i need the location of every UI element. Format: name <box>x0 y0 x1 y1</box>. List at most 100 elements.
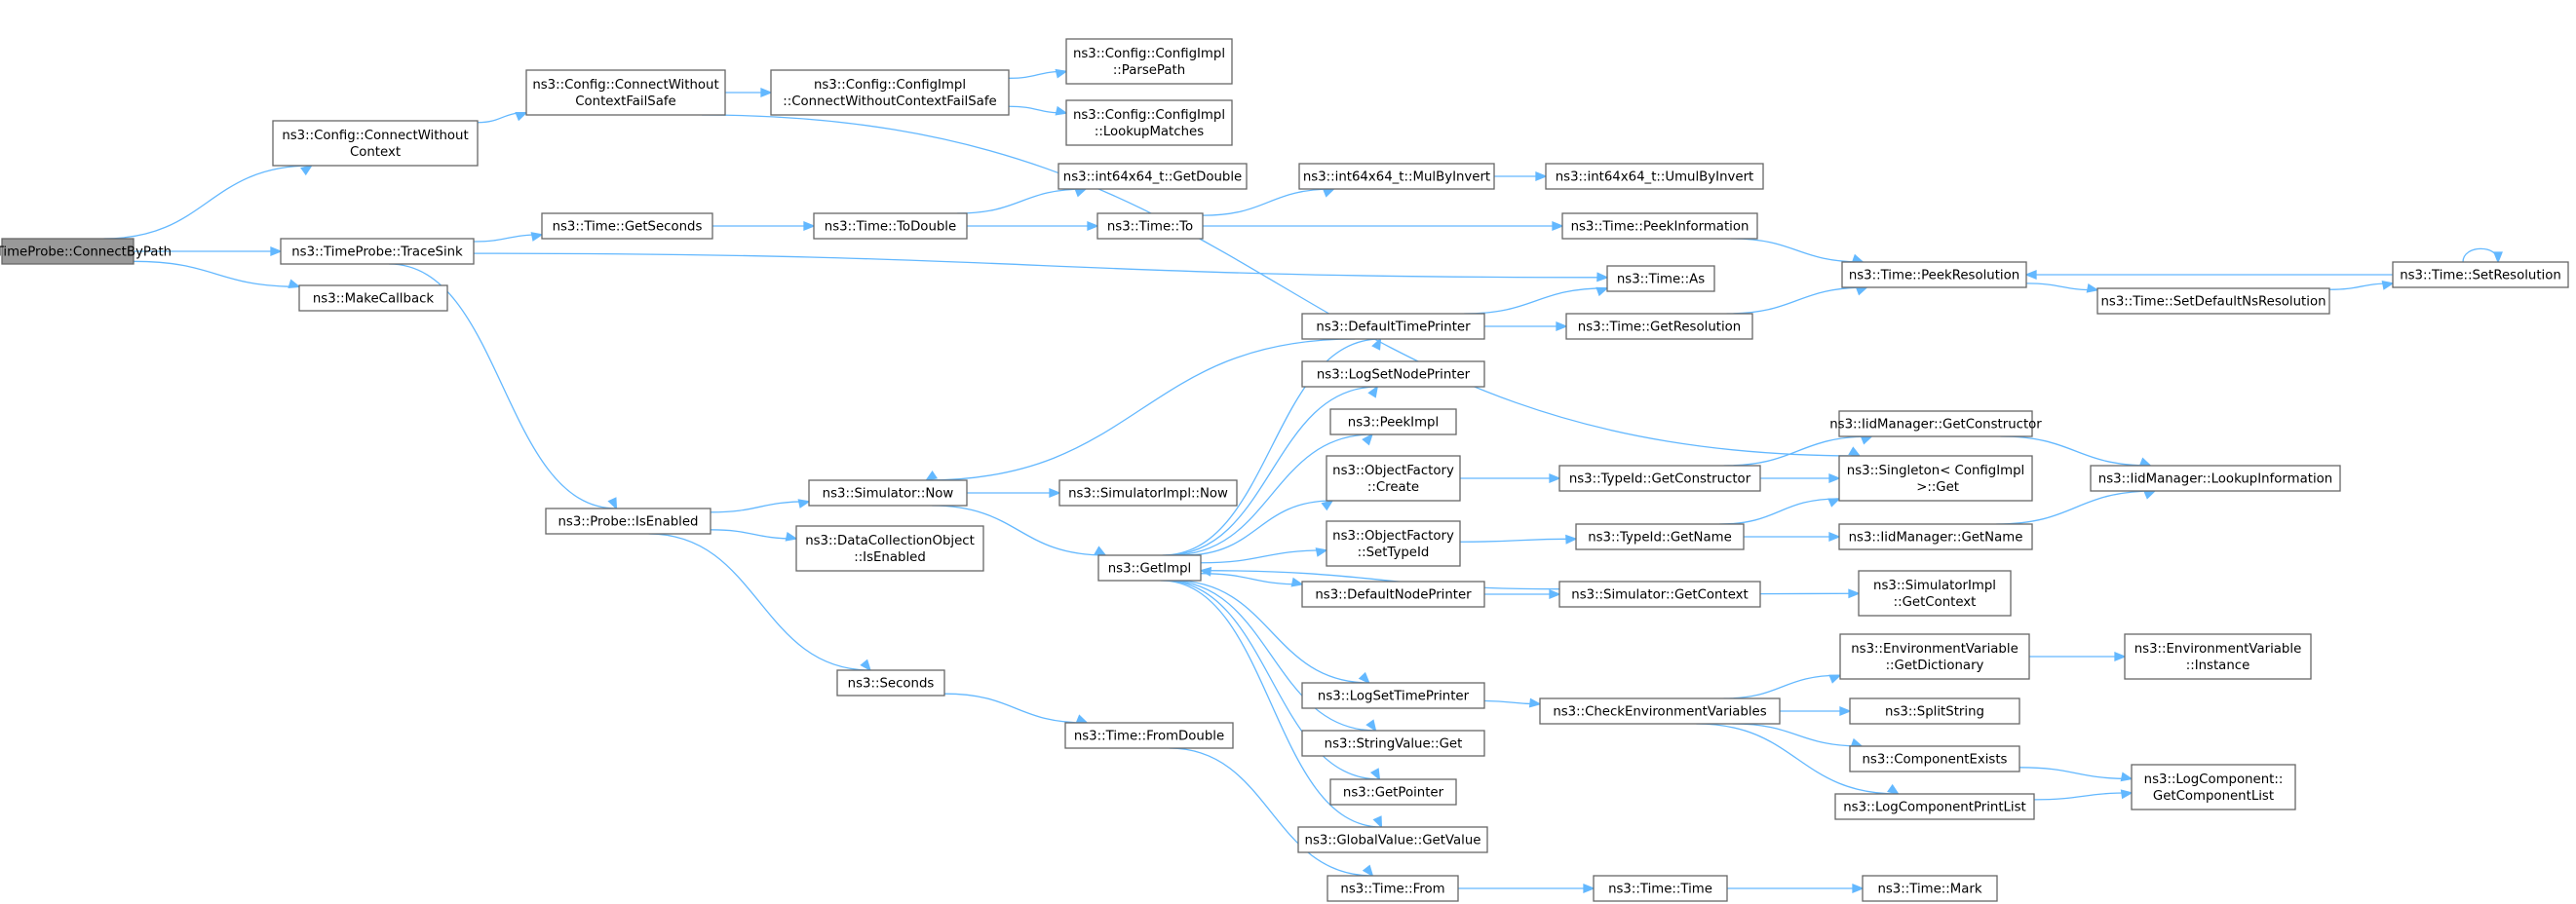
graph-node[interactable]: ns3::GetImpl <box>1097 554 1202 582</box>
graph-node[interactable]: ns3::PeekImpl <box>1329 408 1457 435</box>
graph-node[interactable]: ns3::DefaultTimePrinter <box>1301 313 1485 340</box>
edge-line <box>926 338 1356 481</box>
graph-node[interactable]: ns3::Seconds <box>836 669 945 697</box>
graph-node[interactable]: ns3::Simulator::Now <box>808 479 968 507</box>
arrowhead <box>1828 674 1842 684</box>
arrowhead <box>270 246 283 256</box>
graph-node[interactable]: ns3::DefaultNodePrinter <box>1301 581 1485 608</box>
graph-node[interactable]: ns3::TimeProbe::TraceSink <box>280 238 475 265</box>
graph-node[interactable]: ns3::Time::Time <box>1593 875 1728 902</box>
graph-node[interactable]: ns3::LogComponent::GetComponentList <box>2131 764 2296 810</box>
edge-line <box>1200 573 1303 585</box>
node-label: ::ConnectWithoutContextFailSafe <box>783 94 996 109</box>
node-label: ns3::Time::To <box>1107 220 1193 235</box>
edge-n45-n47 <box>2000 435 2153 467</box>
graph-node[interactable]: ns3::EnvironmentVariable::GetDictionary <box>1839 633 2030 680</box>
graph-node[interactable]: ns3::int64x64_t::MulByInvert <box>1298 163 1495 190</box>
edge-n0-n2 <box>133 246 283 256</box>
edge-line <box>710 529 797 540</box>
arrowhead <box>1851 253 1865 264</box>
graph-node[interactable]: ns3::Time::As <box>1606 265 1715 292</box>
graph-node[interactable]: ns3::StringValue::Get <box>1301 730 1485 757</box>
node-label: ns3::LogComponentPrintList <box>1843 801 2026 815</box>
edge-line <box>1167 580 1376 732</box>
graph-node[interactable]: ns3::Config::ConnectWithoutContextFailSa… <box>525 69 726 116</box>
node-label: ns3::ComponentExists <box>1862 753 2007 768</box>
graph-node[interactable]: ns3::Config::ConfigImpl::ConnectWithoutC… <box>770 69 1010 116</box>
arrowhead <box>760 88 773 97</box>
graph-node[interactable]: ns3::Time::SetDefaultNsResolution <box>2096 287 2330 315</box>
arrowhead <box>2120 789 2134 800</box>
arrowhead <box>1371 337 1382 351</box>
graph-node[interactable]: ns3::int64x64_t::GetDouble <box>1057 163 1248 190</box>
graph-node[interactable]: ns3::MakeCallback <box>298 284 448 312</box>
graph-node[interactable]: ns3::Probe::IsEnabled <box>545 508 711 535</box>
node-label: ns3::Config::ConfigImpl <box>814 78 966 93</box>
graph-node[interactable]: ns3::int64x64_t::UmulByInvert <box>1545 163 1764 190</box>
graph-node[interactable]: ns3::IidManager::GetConstructor <box>1829 410 2042 437</box>
graph-node[interactable]: ns3::Time::From <box>1326 875 1459 902</box>
node-label: ns3::MakeCallback <box>313 292 435 307</box>
edge-line <box>2033 792 2133 801</box>
graph-node[interactable]: ns3::IidManager::LookupInformation <box>2090 465 2341 492</box>
graph-node[interactable]: ns3::TypeId::GetName <box>1575 523 1745 550</box>
arrowhead <box>1887 783 1901 795</box>
edge-n27-n38 <box>1484 321 1568 331</box>
graph-node[interactable]: ns3::Config::ConfigImpl::LookupMatches <box>1065 99 1233 146</box>
edge-line <box>1165 386 1378 556</box>
graph-node[interactable]: ns3::Singleton< ConfigImpl >::Get <box>1838 455 2033 502</box>
edge-n25-n36 <box>1161 580 1383 829</box>
edge-n40-n46 <box>1744 532 1841 542</box>
arrowhead <box>1839 706 1852 716</box>
graph-node[interactable]: ns3::Time::SetResolution <box>2392 261 2569 288</box>
graph-node[interactable]: ns3::LogSetNodePrinter <box>1301 360 1485 388</box>
node-box <box>1561 212 1758 240</box>
graph-node[interactable]: ns3::Time::Mark <box>1862 875 1998 902</box>
node-box <box>1606 265 1715 292</box>
graph-node[interactable]: ns3::LogSetTimePrinter <box>1301 682 1485 709</box>
graph-node[interactable]: ns3::Time::GetSeconds <box>541 212 713 240</box>
arrowhead <box>1199 566 1212 577</box>
edge-line <box>1162 338 1381 556</box>
graph-node[interactable]: ns3::Time::PeekInformation <box>1561 212 1758 240</box>
graph-node[interactable]: ns3::Time::GetResolution <box>1565 313 1753 340</box>
graph-node[interactable]: ns3::ComponentExists <box>1849 745 2020 772</box>
graph-node[interactable]: ns3::LogComponentPrintList <box>1834 793 2035 820</box>
arrowhead <box>2381 281 2395 290</box>
graph-node[interactable]: ns3::SimulatorImpl::Now <box>1058 479 1238 507</box>
node-label: ns3::GetPointer <box>1343 786 1444 801</box>
graph-node[interactable]: ns3::GetPointer <box>1329 778 1457 806</box>
graph-node[interactable]: ns3::ObjectFactory::SetTypeId <box>1326 520 1461 567</box>
edge-n2-n17 <box>473 252 1609 282</box>
node-box <box>1058 479 1238 507</box>
edge-n25-n30 <box>1183 499 1334 556</box>
graph-node[interactable]: ns3::Config::ConnectWithoutContext <box>272 120 479 167</box>
graph-node[interactable]: ns3::Time::FromDouble <box>1064 722 1234 749</box>
graph-node[interactable]: ns3::SimulatorImpl::GetContext <box>1858 570 2012 617</box>
graph-node[interactable]: ns3::Config::ConfigImpl::ParsePath <box>1065 38 1233 85</box>
edge-n42-n52 <box>1732 723 1864 748</box>
graph-node[interactable]: ns3::GlobalValue::GetValue <box>1297 826 1488 853</box>
node-label: ::Instance <box>2186 659 2250 673</box>
arrowhead <box>1322 188 1336 198</box>
arrowhead <box>1055 68 1068 79</box>
edge-line <box>103 165 312 240</box>
graph-node[interactable]: ns3::EnvironmentVariable::Instance <box>2124 633 2312 680</box>
root-node[interactable]: ns3::TimeProbe::ConnectByPath <box>0 238 172 265</box>
graph-node[interactable]: ns3::Simulator::GetContext <box>1558 581 1761 608</box>
node-label: ns3::IidManager::GetName <box>1849 531 2023 546</box>
node-box <box>1539 697 1781 725</box>
graph-node[interactable]: ns3::TypeId::GetConstructor <box>1558 465 1761 492</box>
graph-node[interactable]: ns3::Time::ToDouble <box>813 212 968 240</box>
arrowhead <box>1552 221 1564 231</box>
graph-node[interactable]: ns3::IidManager::GetName <box>1838 523 2033 550</box>
graph-node[interactable]: ns3::DataCollectionObject::IsEnabled <box>795 525 984 572</box>
node-label: ns3::IidManager::LookupInformation <box>2098 472 2332 487</box>
graph-node[interactable]: ns3::Time::To <box>1096 212 1204 240</box>
graph-node[interactable]: ns3::ObjectFactory::Create <box>1326 455 1461 502</box>
arrowhead <box>530 232 544 242</box>
graph-node[interactable]: ns3::Time::PeekResolution <box>1841 261 2027 288</box>
graph-node[interactable]: ns3::SplitString <box>1849 697 2020 725</box>
node-label: ns3::PeekImpl <box>1348 416 1439 431</box>
graph-node[interactable]: ns3::CheckEnvironmentVariables <box>1539 697 1781 725</box>
